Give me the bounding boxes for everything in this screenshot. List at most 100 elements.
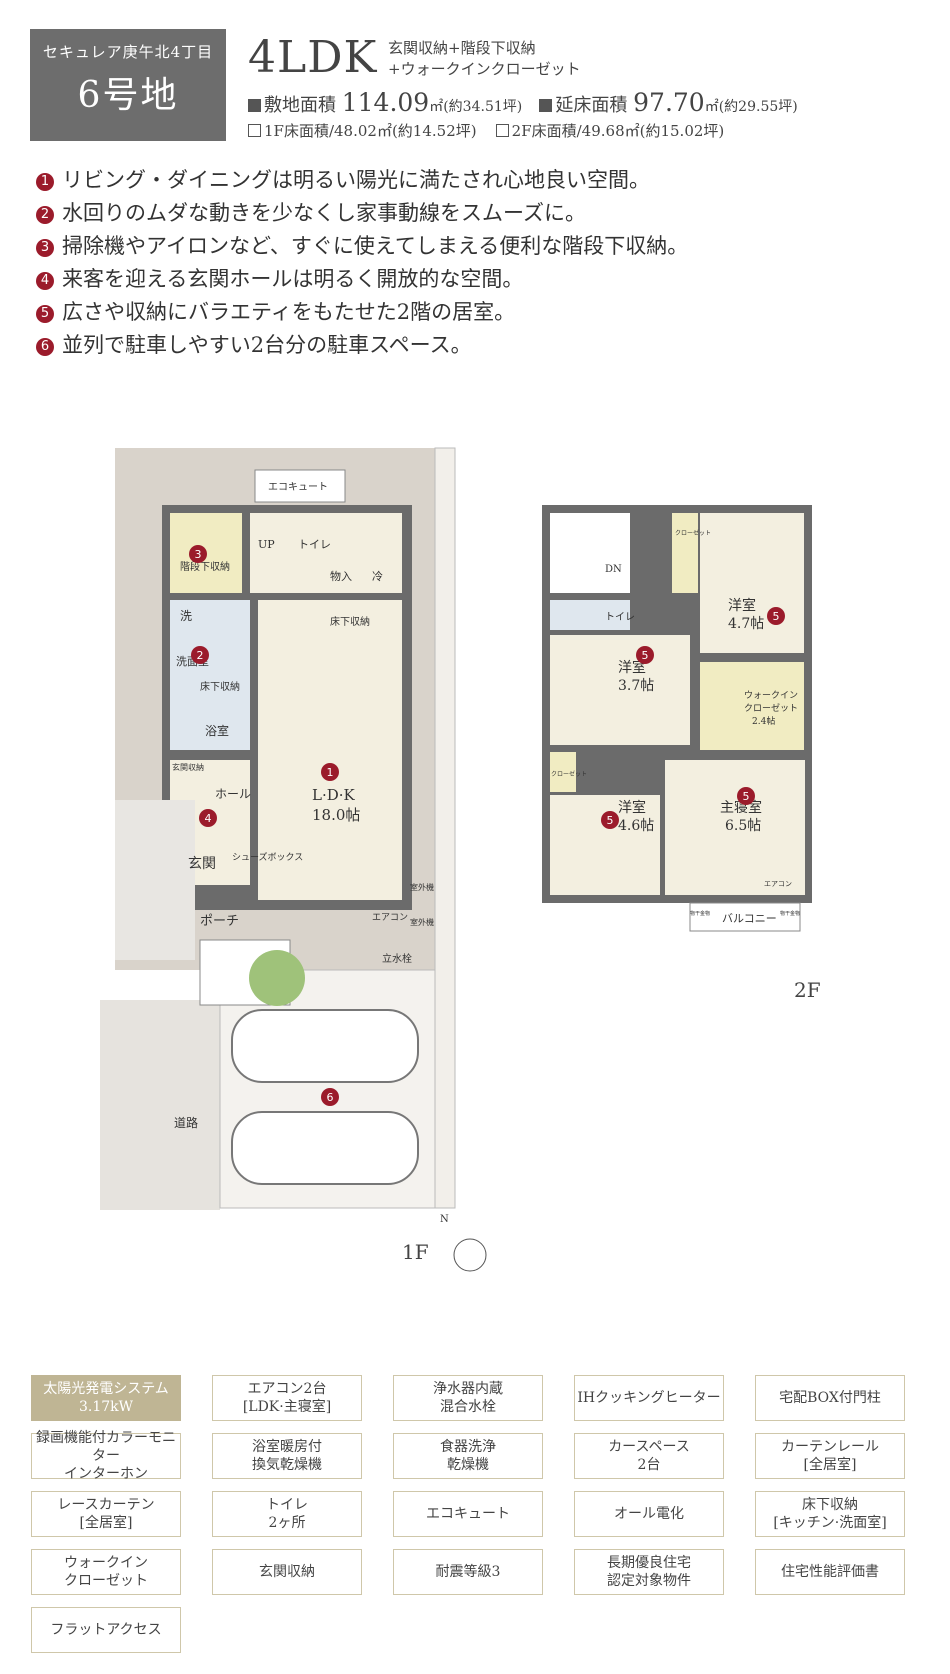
feature-text: 掃除機やアイロンなど、すぐに使えてしまえる便利な階段下収納。 [62, 234, 689, 258]
wic1-label: ウォークイン [744, 690, 798, 701]
wic2-label: クローゼット [744, 702, 798, 714]
balcony-label: バルコニー [722, 912, 777, 925]
room-a-label: 洋室 [728, 597, 756, 614]
outdoor-unit2-label: 室外機 [410, 917, 434, 927]
room-c-size: 4.6帖 [618, 818, 654, 834]
empty-square-icon [495, 124, 509, 137]
closet1-label: クローゼット [675, 529, 711, 537]
room-c [550, 795, 660, 895]
feature-text: 水回りのムダな動きを少なくし家事動線をスムーズに。 [62, 201, 586, 225]
spec-item: 浴室暖房付 換気乾燥機 [212, 1433, 362, 1479]
lot-subtitle: セキュレア庚午北4丁目 [42, 43, 214, 61]
room-a-size: 4.7帖 [728, 616, 764, 632]
closet-2 [550, 752, 576, 792]
spec-item: エアコン2台 [LDK·主寝室] [212, 1375, 362, 1421]
ldk-size: 18.0帖 [312, 806, 360, 824]
feature-item: 1 リビング・ダイニングは明るい陽光に満たされ心地良い空間。 [36, 164, 688, 197]
fridge-label: 冷 [372, 570, 383, 583]
car-icon [231, 1009, 419, 1083]
closet-1 [672, 513, 698, 593]
ecocute-unit [254, 469, 346, 503]
svg-text:4: 4 [205, 812, 212, 825]
feature-list: 1 リビング・ダイニングは明るい陽光に満たされ心地良い空間。 2 水回りのムダな動き… [36, 164, 688, 362]
spec-item: 録画機能付カラーモニター インターホン [31, 1430, 181, 1482]
spec-item: オール電化 [574, 1491, 724, 1537]
svg-text:5: 5 [743, 790, 750, 803]
feature-text: リビング・ダイニングは明るい陽光に満たされ心地良い空間。 [62, 168, 650, 192]
wic-size: 2.4帖 [752, 715, 775, 727]
feature-item: 2 水回りのムダな動きを少なくし家事動線をスムーズに。 [36, 197, 688, 230]
area-floor-line: 1F床面積/48.02㎡(約14.52坪) 2F床面積/49.68㎡(約15.0… [248, 120, 724, 141]
spec-item: 住宅性能評価書 [755, 1549, 905, 1595]
closet2-label: クローゼット [551, 770, 587, 778]
dn-label: DN [605, 564, 622, 575]
spec-item: IHクッキングヒーター [574, 1375, 724, 1421]
pantry-label: 物入 [330, 569, 352, 583]
site-edge [434, 447, 456, 1209]
compass-north-label: N [440, 1214, 449, 1225]
feature-text: 来客を迎える玄関ホールは明るく開放的な空間。 [62, 267, 524, 291]
room-b [550, 635, 690, 745]
spec-item: 床下収納 [キッチン·洗面室] [755, 1491, 905, 1537]
spec-item: カーテンレール [全居室] [755, 1433, 905, 1479]
area-main-line: 敷地面積 114.09㎡(約34.51坪) 延床面積 97.70㎡(約29.55… [248, 88, 798, 117]
entrance-label: 玄関 [188, 855, 216, 872]
plan-storage: 玄関収納+階段下収納 +ウォークインクローゼット [388, 38, 581, 80]
total-area-label: 延床面積 [555, 95, 628, 116]
spec-item: レースカーテン [全居室] [31, 1491, 181, 1537]
site-area-unit: ㎡(約34.51坪) [429, 99, 523, 115]
svg-text:5: 5 [607, 814, 614, 827]
toilet-2f-label: トイレ [605, 612, 635, 623]
under-stair-label: 階段下収納 [180, 560, 230, 573]
spec-item: 太陽光発電システム 3.17kW [31, 1375, 181, 1421]
svg-text:1: 1 [327, 766, 334, 779]
feature-text: 並列で駐車しやすい2台分の駐車スペース。 [62, 333, 472, 357]
number-marker-icon: 1 [36, 173, 54, 191]
faucet-label: 立水栓 [382, 952, 412, 965]
compass-icon [453, 1238, 487, 1272]
spec-item: 長期優良住宅 認定対象物件 [574, 1549, 724, 1595]
ldk-floor [258, 600, 402, 900]
balcony [689, 902, 801, 932]
2f-stair [550, 513, 630, 593]
spec-item: 玄関収納 [212, 1549, 362, 1595]
hall-storage-label: 玄関収納 [172, 762, 204, 772]
kitchen-back [250, 513, 402, 593]
spec-item: ウォークイン クローゼット [31, 1549, 181, 1595]
room-b-label: 洋室 [618, 659, 646, 676]
feature-item: 4 来客を迎える玄関ホールは明るく開放的な空間。 [36, 263, 688, 296]
svg-text:3: 3 [195, 548, 202, 561]
up-label: UP [258, 538, 275, 551]
floorplan-1f: エコキュート UP トイレ 物入 冷 階段下収納 洗 洗面室 床下収納 床下収納… [100, 447, 487, 1272]
floor-storage-label: 床下収納 [330, 615, 370, 628]
master-label: 主寝室 [720, 799, 762, 816]
svg-text:2: 2 [197, 649, 204, 662]
lot-number: 6号地 [77, 75, 179, 116]
floor-2f-label: 2F [794, 978, 821, 1002]
number-marker-icon: 4 [36, 272, 54, 290]
outdoor-unit1-label: 室外機 [410, 882, 434, 892]
total-area-unit: ㎡(約29.55坪) [704, 99, 798, 115]
walk-in-closet [700, 662, 804, 750]
floor1-area: 1F床面積/48.02㎡(約14.52坪) [264, 122, 477, 140]
spec-item: 宅配BOX付門柱 [755, 1375, 905, 1421]
room-b-size: 3.7帖 [618, 678, 654, 694]
floorplan-drawing: エコキュート UP トイレ 物入 冷 階段下収納 洗 洗面室 床下収納 床下収納… [100, 447, 812, 1272]
shoe-box-label: シューズボックス [232, 851, 303, 863]
number-marker-icon: 2 [36, 206, 54, 224]
number-marker-icon: 3 [36, 239, 54, 257]
spec-item: カースペース 2台 [574, 1433, 724, 1479]
number-marker-icon: 5 [36, 305, 54, 323]
toilet-1f-label: トイレ [298, 538, 331, 551]
road-area [100, 1000, 220, 1210]
spec-item: エコキュート [393, 1491, 543, 1537]
aircon-2f-label: エアコン [764, 880, 792, 888]
spec-item: 浄水器内蔵 混合水栓 [393, 1375, 543, 1421]
filled-square-icon [539, 99, 553, 112]
tree-icon [249, 950, 305, 1006]
plan-storage-line1: 玄関収納+階段下収納 [388, 39, 536, 57]
feature-item: 3 掃除機やアイロンなど、すぐに使えてしまえる便利な階段下収納。 [36, 230, 688, 263]
wash-bath-area [170, 600, 250, 750]
svg-text:5: 5 [642, 649, 649, 662]
total-area-value: 97.70 [633, 88, 705, 117]
